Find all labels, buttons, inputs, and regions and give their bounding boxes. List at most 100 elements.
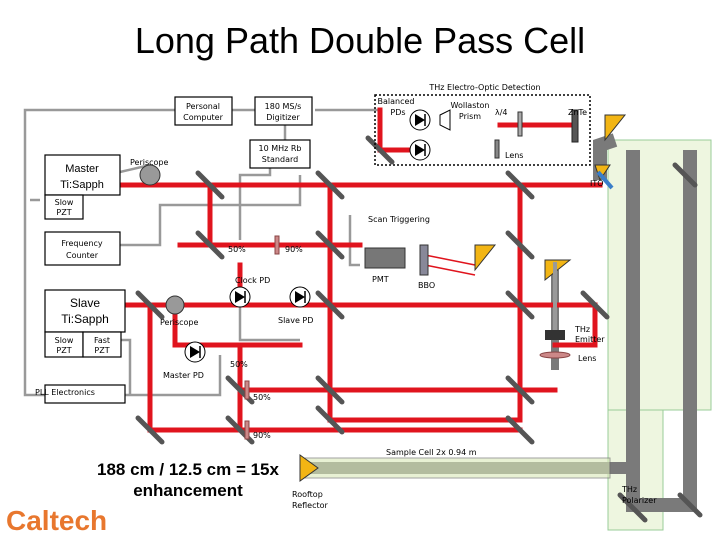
rb-standard-box	[249, 139, 311, 169]
label-master-1: Master	[65, 163, 99, 175]
beam-periscope	[172, 307, 303, 348]
thz-detection-box	[374, 94, 591, 166]
label-periscope-bottom: Periscope	[160, 318, 199, 327]
label-sample-cell: Sample Cell 2x 0.94 m	[386, 448, 477, 457]
bs-50b	[244, 380, 250, 400]
label-50b: 50%	[230, 360, 248, 369]
thz-emitter-body	[553, 262, 557, 330]
bs-90b	[244, 420, 250, 440]
slave-slow-pzt-box	[44, 331, 84, 358]
label-50c: 50%	[253, 393, 271, 402]
thz-beam-path	[300, 133, 697, 512]
clock-pd-icon	[229, 286, 251, 308]
label-wollaston-1: Wollaston	[451, 101, 490, 110]
mirror-6	[505, 230, 535, 260]
beam-emitter	[552, 302, 598, 348]
gold-mirror-top	[604, 114, 627, 142]
wollaston-prism	[439, 109, 451, 131]
gold-mirror-bbo	[474, 244, 497, 272]
thz-emitter	[545, 330, 565, 340]
label-lens-bottom: Lens	[578, 354, 596, 363]
label-enhancement-2: enhancement	[133, 481, 243, 500]
wire-clockpd-slavepd	[238, 300, 300, 342]
mirror-14	[315, 405, 345, 435]
label-rooftop-1: Rooftop	[292, 490, 323, 499]
lens-top-plate	[494, 139, 500, 159]
mirror-5	[315, 230, 345, 260]
thz-beam-loop	[626, 150, 697, 512]
master-slow-pzt-box	[44, 194, 84, 220]
label-thz-polarizer-2: Polarizer	[622, 496, 657, 505]
pll-electronics-box	[44, 384, 126, 404]
mirror-16	[135, 290, 165, 320]
label-thz-detection: THz Electro-Optic Detection	[428, 83, 540, 92]
mirror-18	[365, 135, 395, 165]
beamsplitters	[244, 109, 579, 440]
laser-beam-paths	[117, 107, 603, 433]
personal-computer-box	[174, 96, 233, 126]
mirror-8	[505, 290, 535, 320]
bbo-crystal	[419, 244, 429, 276]
mirror-10	[135, 415, 165, 445]
sample-cell	[299, 457, 611, 479]
mirror-20	[617, 492, 648, 523]
label-slave-1: Slave	[70, 296, 100, 310]
balanced-pd-2	[409, 139, 431, 161]
label-master-pd: Master PD	[163, 371, 204, 380]
label-slave-2: Ti:Sapph	[61, 312, 109, 326]
label-freq-2: Counter	[66, 251, 99, 260]
mirror-12	[315, 375, 345, 405]
wire-rb	[238, 165, 272, 240]
label-thz-emitter-2: Emitter	[575, 335, 605, 344]
pmt-detector	[364, 247, 406, 269]
bs-90a	[274, 235, 280, 255]
mirror-21	[677, 492, 703, 518]
labels: THz Electro-Optic Detection Personal Com…	[6, 83, 657, 536]
label-enhancement-1: 188 cm / 12.5 cm = 15x	[97, 460, 279, 479]
label-slave-fast-1: Fast	[94, 336, 110, 345]
label-balanced-2: PDs	[390, 108, 405, 117]
mirror-2	[315, 170, 345, 200]
periscope-top-icon	[139, 164, 161, 186]
label-lens-top: Lens	[505, 151, 523, 160]
label-personal-computer-1: Personal	[186, 102, 220, 111]
mirror-9	[580, 290, 610, 320]
label-pll: PLL Electronics	[35, 388, 95, 397]
ito-plate	[596, 170, 614, 190]
frequency-counter-box	[44, 231, 121, 266]
label-thz-polarizer-1: THz	[621, 485, 637, 494]
slave-pd-icon	[289, 286, 311, 308]
caltech-logo: Caltech	[6, 505, 107, 536]
mirror-15	[505, 415, 535, 445]
label-slow-pzt-1: Slow	[55, 198, 74, 207]
label-bbo: BBO	[418, 281, 435, 290]
mirror-19	[672, 162, 698, 188]
label-lambda4: λ/4	[495, 108, 508, 117]
wire-counter-rb	[120, 175, 302, 247]
label-slave-slow-1: Slow	[55, 336, 74, 345]
label-wollaston-2: Prism	[459, 112, 481, 121]
digitizer-box	[254, 96, 313, 126]
mirror-3	[505, 170, 535, 200]
mirror-1	[195, 170, 225, 200]
label-slave-fast-2: PZT	[94, 346, 109, 355]
lens-bottom	[539, 351, 571, 359]
mirror-7	[315, 290, 345, 320]
label-digitizer-2: Digitizer	[266, 113, 300, 122]
label-scan-triggering: Scan Triggering	[368, 215, 430, 224]
label-master-2: Ti:Sapph	[60, 179, 104, 191]
mirror-4	[195, 230, 225, 260]
wire-pll-masterpd	[125, 355, 222, 397]
label-rooftop-2: Reflector	[292, 501, 329, 510]
photodiodes	[184, 109, 431, 363]
label-ito: ITO	[590, 179, 604, 188]
label-pmt: PMT	[372, 275, 389, 284]
balanced-pd-1	[409, 109, 431, 131]
page-title: Long Path Double Pass Cell	[134, 20, 586, 61]
znte-crystal	[571, 109, 579, 143]
label-slave-pd: Slave PD	[278, 316, 313, 325]
label-thz-emitter-1: THz	[574, 325, 590, 334]
label-rb-2: Standard	[262, 155, 298, 164]
gold-mirror-emitter	[544, 259, 572, 282]
